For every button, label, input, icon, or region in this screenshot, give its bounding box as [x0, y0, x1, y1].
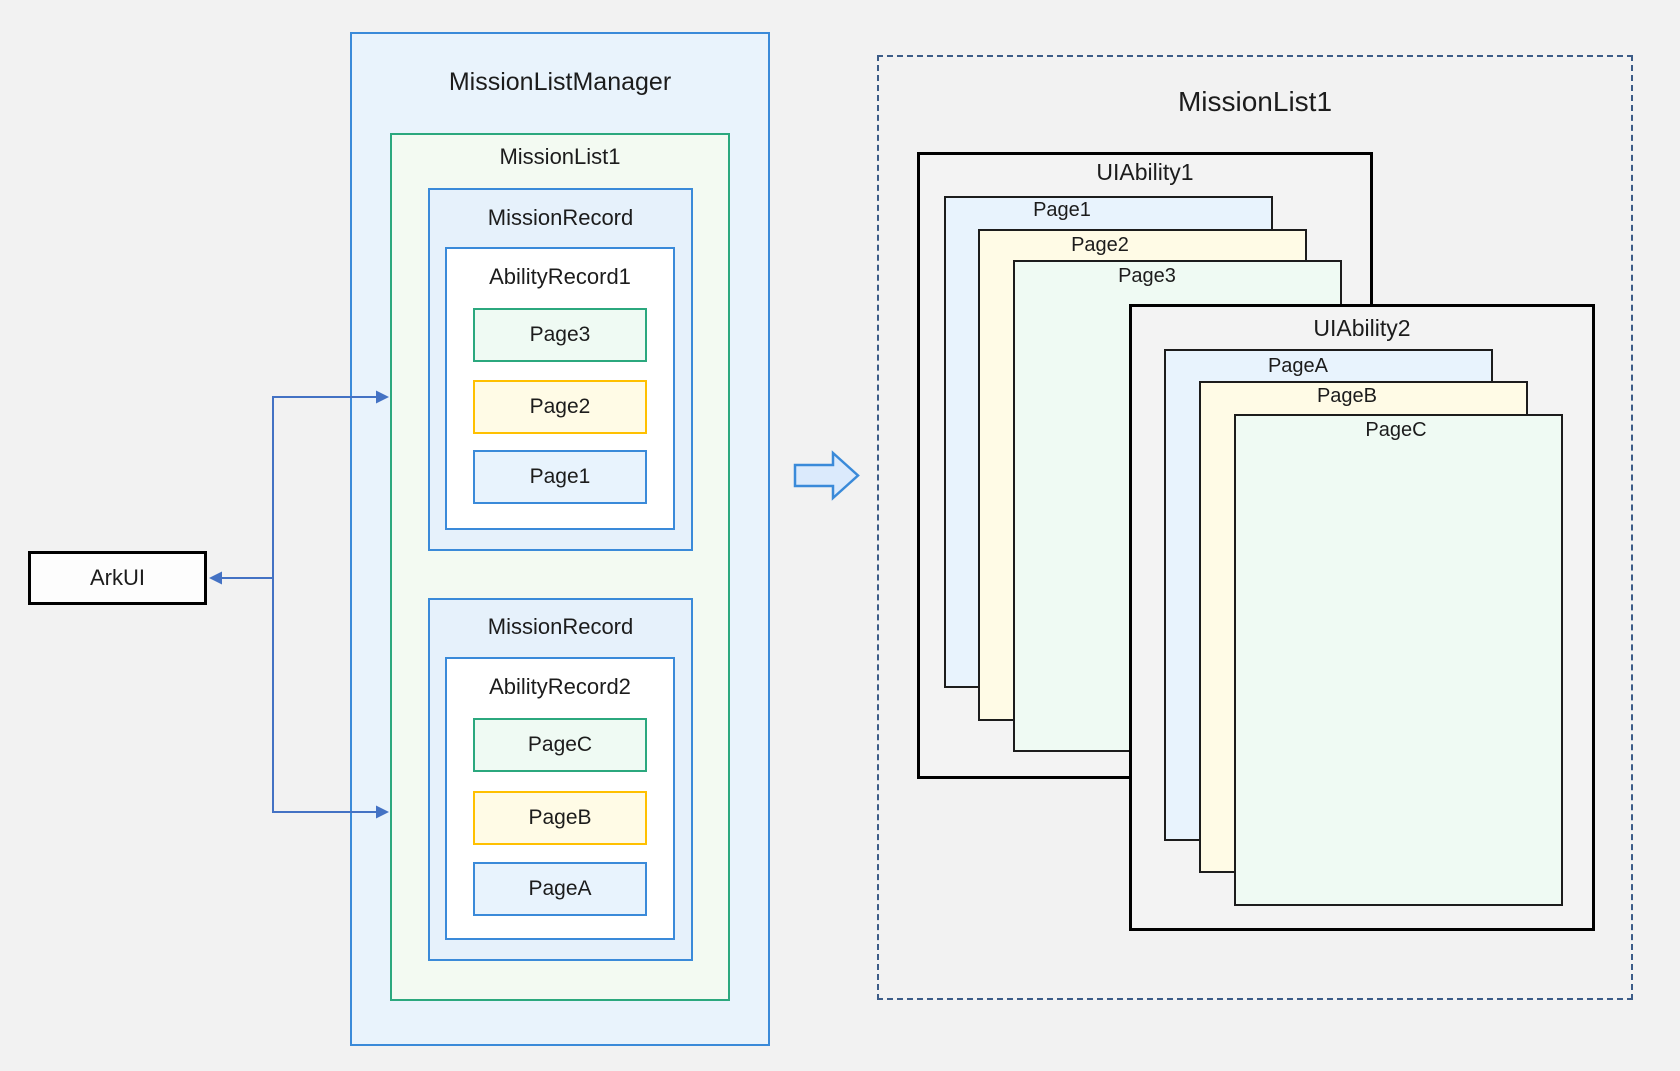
page2-label: Page2	[529, 395, 591, 418]
missionrecord1-title: MissionRecord	[487, 205, 634, 230]
page1-label: Page1	[529, 465, 591, 488]
page3-label: Page3	[529, 323, 591, 346]
pageb-box: PageB	[473, 791, 647, 845]
missionlist-title: MissionList1	[499, 144, 621, 169]
uiability1-page1-label: Page1	[1033, 199, 1091, 221]
uiability2-title: UIAbility2	[1313, 315, 1411, 341]
big-flow-arrow-icon	[793, 450, 860, 501]
uiability2-pagec-window	[1234, 414, 1563, 906]
abilityrecord1-title: AbilityRecord1	[489, 264, 631, 289]
uiability1-page2-label: Page2	[1071, 234, 1129, 256]
missionlist1-expanded-title: MissionList1	[1177, 86, 1333, 117]
pagec-label: PageC	[527, 733, 593, 756]
pagea-label: PageA	[528, 877, 592, 900]
pageb-label: PageB	[528, 806, 592, 829]
missionrecord2-title: MissionRecord	[487, 614, 634, 639]
page3-box: Page3	[473, 308, 647, 362]
pagec-box: PageC	[473, 718, 647, 772]
uiability1-title: UIAbility1	[1096, 159, 1194, 185]
arkui-label: ArkUI	[90, 565, 145, 590]
missionlist1-dashed-box	[877, 55, 1633, 1000]
uiability2-pageb-label: PageB	[1316, 385, 1378, 407]
uiability1-page3-label: Page3	[1118, 265, 1176, 287]
page2-box: Page2	[473, 380, 647, 434]
missionlistmanager-title: MissionListManager	[448, 68, 672, 96]
abilityrecord2-title: AbilityRecord2	[489, 674, 631, 699]
pagea-box: PageA	[473, 862, 647, 916]
uiability2-pagea-label: PageA	[1267, 355, 1329, 377]
arkui-box: ArkUI	[28, 551, 207, 605]
arrow-left-arkui-icon	[209, 571, 222, 585]
uiability2-pagec-label: PageC	[1365, 419, 1427, 441]
page1-box: Page1	[473, 450, 647, 504]
